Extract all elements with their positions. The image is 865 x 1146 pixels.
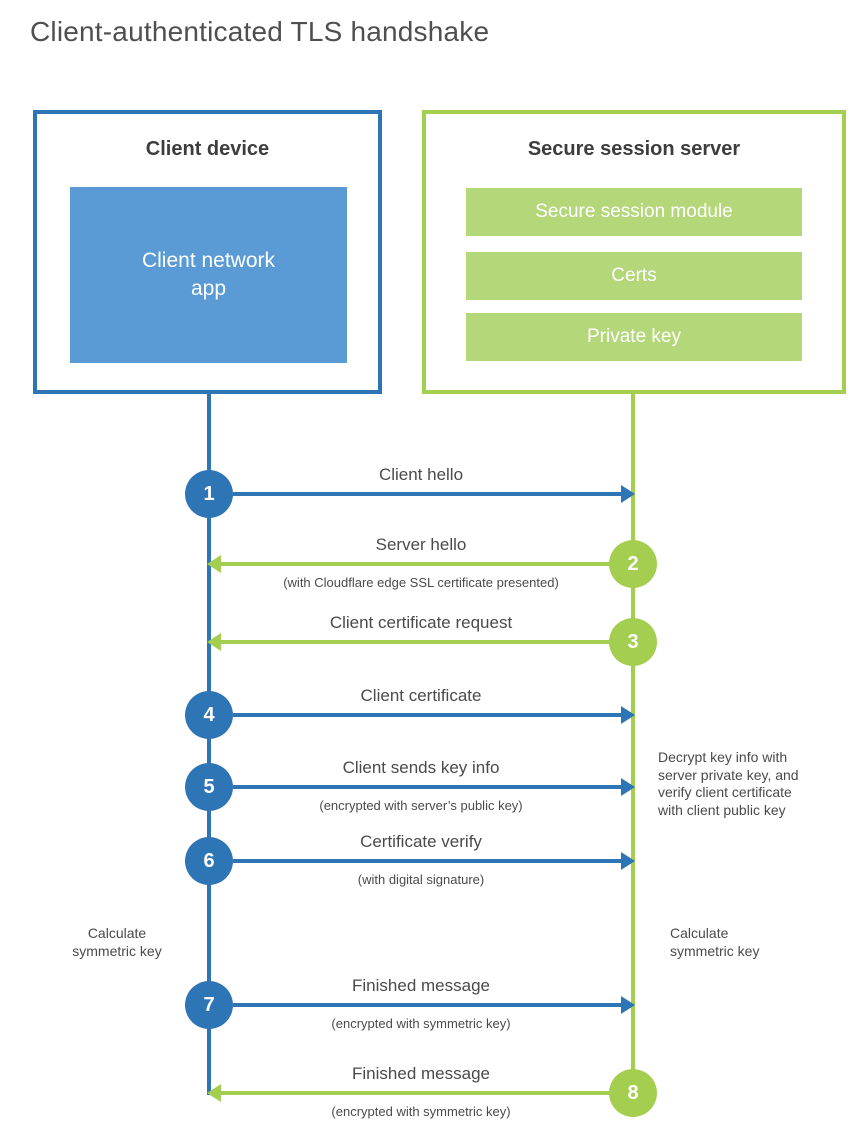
decrypt-note-line2: server private key, and (658, 766, 799, 783)
client-network-app-box: Client network app (70, 187, 347, 363)
step-7-sublabel: (encrypted with symmetric key) (331, 1016, 511, 1031)
client-lifeline (207, 394, 211, 1095)
step-4-arrow-line (233, 713, 623, 717)
arrow-left-icon (207, 555, 221, 573)
step-5-sublabel: (encrypted with server’s public key) (319, 798, 523, 813)
step-1-arrow-line (233, 492, 623, 496)
client-app-label-line2: app (190, 277, 227, 300)
calculate-symmetric-key-note-left: Calculate symmetric key (54, 925, 180, 960)
client-app-label-line1: Client network (141, 249, 276, 272)
step-7-label: Finished message (352, 976, 490, 995)
step-8-label: Finished message (352, 1064, 490, 1083)
step-2-sublabel: (with Cloudflare edge SSL certificate pr… (283, 575, 559, 590)
step-3-arrow-line (219, 640, 609, 644)
step-2-number-badge: 2 (609, 540, 657, 588)
step-6-arrow-line (233, 859, 623, 863)
step-7-number-badge: 7 (185, 981, 233, 1029)
decrypt-note-line4: with client public key (658, 801, 786, 818)
step-3-number-badge: 3 (609, 618, 657, 666)
arrow-right-icon (621, 778, 635, 796)
calc-right-line1: Calculate (670, 925, 729, 941)
step-6-sublabel: (with digital signature) (357, 872, 485, 887)
arrow-right-icon (621, 996, 635, 1014)
step-7-arrow-line (233, 1003, 623, 1007)
secure-session-server-box: Secure session server Secure session mod… (422, 110, 846, 394)
step-6-label: Certificate verify (360, 832, 482, 851)
step-2-label: Server hello (375, 535, 467, 554)
step-3-label: Client certificate request (329, 613, 513, 632)
client-device-title: Client device (145, 138, 270, 160)
calculate-symmetric-key-note-right: Calculate symmetric key (670, 925, 800, 960)
step-4-label: Client certificate (360, 686, 482, 705)
step-2-arrow-line (219, 562, 609, 566)
client-device-box: Client device Client network app (33, 110, 382, 394)
arrow-right-icon (621, 852, 635, 870)
secure-session-server-title: Secure session server (527, 138, 741, 160)
calc-left-line2: symmetric key (72, 942, 162, 959)
arrow-right-icon (621, 706, 635, 724)
step-1-number-badge: 1 (185, 470, 233, 518)
calc-right-line2: symmetric key (670, 942, 760, 959)
step-5-number-badge: 5 (185, 763, 233, 811)
step-1-label: Client hello (378, 465, 464, 484)
decrypt-note-line1: Decrypt key info with (658, 749, 788, 765)
step-5-arrow-line (233, 785, 623, 789)
server-module-private-key: Private key (466, 313, 802, 361)
server-module-certs: Certs (466, 252, 802, 300)
server-lifeline (631, 394, 635, 1093)
server-module-secure-session-module: Secure session module (466, 188, 802, 236)
step-8-sublabel: (encrypted with symmetric key) (331, 1104, 511, 1119)
arrow-left-icon (207, 633, 221, 651)
calc-left-line1: Calculate (87, 925, 147, 941)
page-title: Client-authenticated TLS handshake (30, 16, 490, 47)
arrow-right-icon (621, 485, 635, 503)
decrypt-note-line3: verify client certificate (658, 784, 792, 800)
step-8-number-badge: 8 (609, 1069, 657, 1117)
step-6-number-badge: 6 (185, 837, 233, 885)
decrypt-note: Decrypt key info with server private key… (658, 749, 853, 819)
step-4-number-badge: 4 (185, 691, 233, 739)
arrow-left-icon (207, 1084, 221, 1102)
step-5-label: Client sends key info (342, 758, 500, 777)
step-8-arrow-line (219, 1091, 609, 1095)
